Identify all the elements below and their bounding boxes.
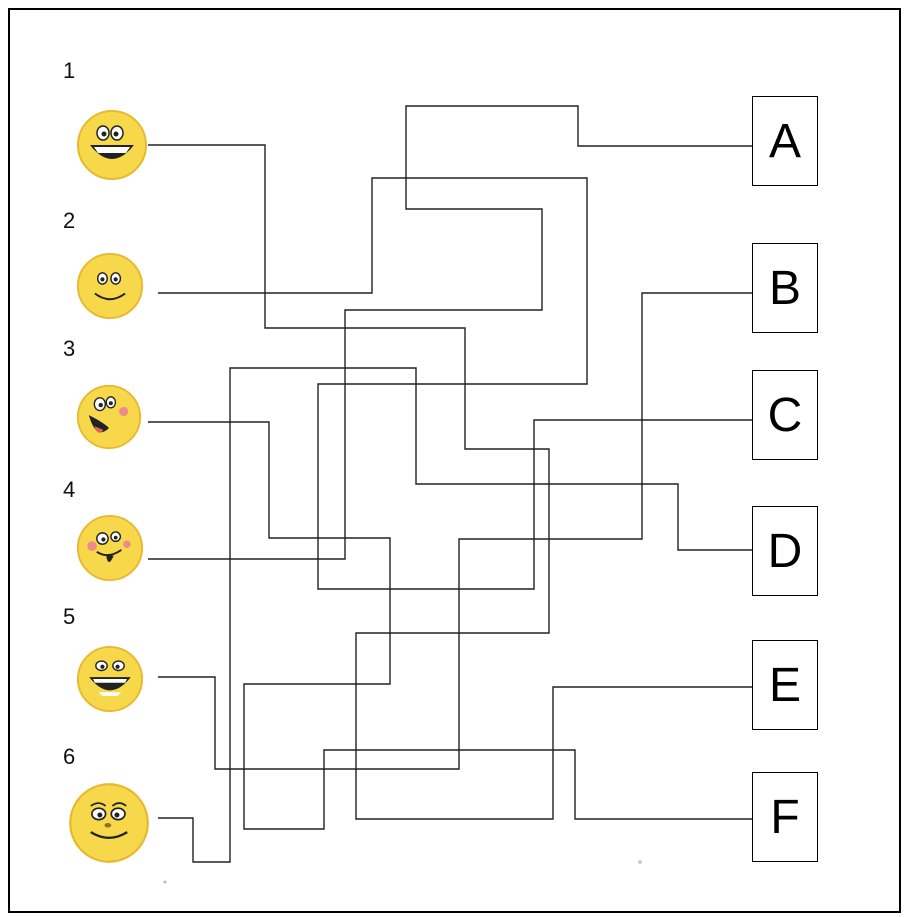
path-2 (158, 178, 752, 589)
path-1 (148, 145, 752, 819)
goofy-icon (78, 516, 142, 580)
speck (164, 881, 167, 884)
face-3 (76, 384, 142, 450)
smile-icon (78, 254, 142, 318)
path-5 (158, 293, 752, 769)
letter-box-c: C (752, 370, 818, 460)
letter-d: D (768, 524, 803, 579)
face-6 (68, 782, 150, 864)
letter-f: F (770, 790, 799, 845)
letter-box-e: E (752, 640, 818, 730)
toothy-grin-icon (78, 647, 142, 711)
path-4 (148, 106, 752, 559)
letter-c: C (768, 388, 803, 443)
letter-box-a: A (752, 96, 818, 186)
path-6 (158, 368, 752, 862)
letter-b: B (769, 261, 801, 316)
letter-box-b: B (752, 243, 818, 333)
tongue-out-icon (78, 386, 140, 448)
letter-e: E (769, 658, 801, 713)
big-grin-icon (78, 111, 146, 179)
speck (638, 860, 642, 864)
letter-a: A (769, 114, 801, 169)
face-2 (76, 252, 144, 320)
face-1 (76, 109, 148, 181)
path-3 (148, 422, 752, 829)
letter-box-f: F (752, 772, 818, 862)
face-5 (76, 645, 144, 713)
face-4 (76, 514, 144, 582)
letter-box-d: D (752, 506, 818, 596)
calm-smile-icon (70, 784, 147, 861)
